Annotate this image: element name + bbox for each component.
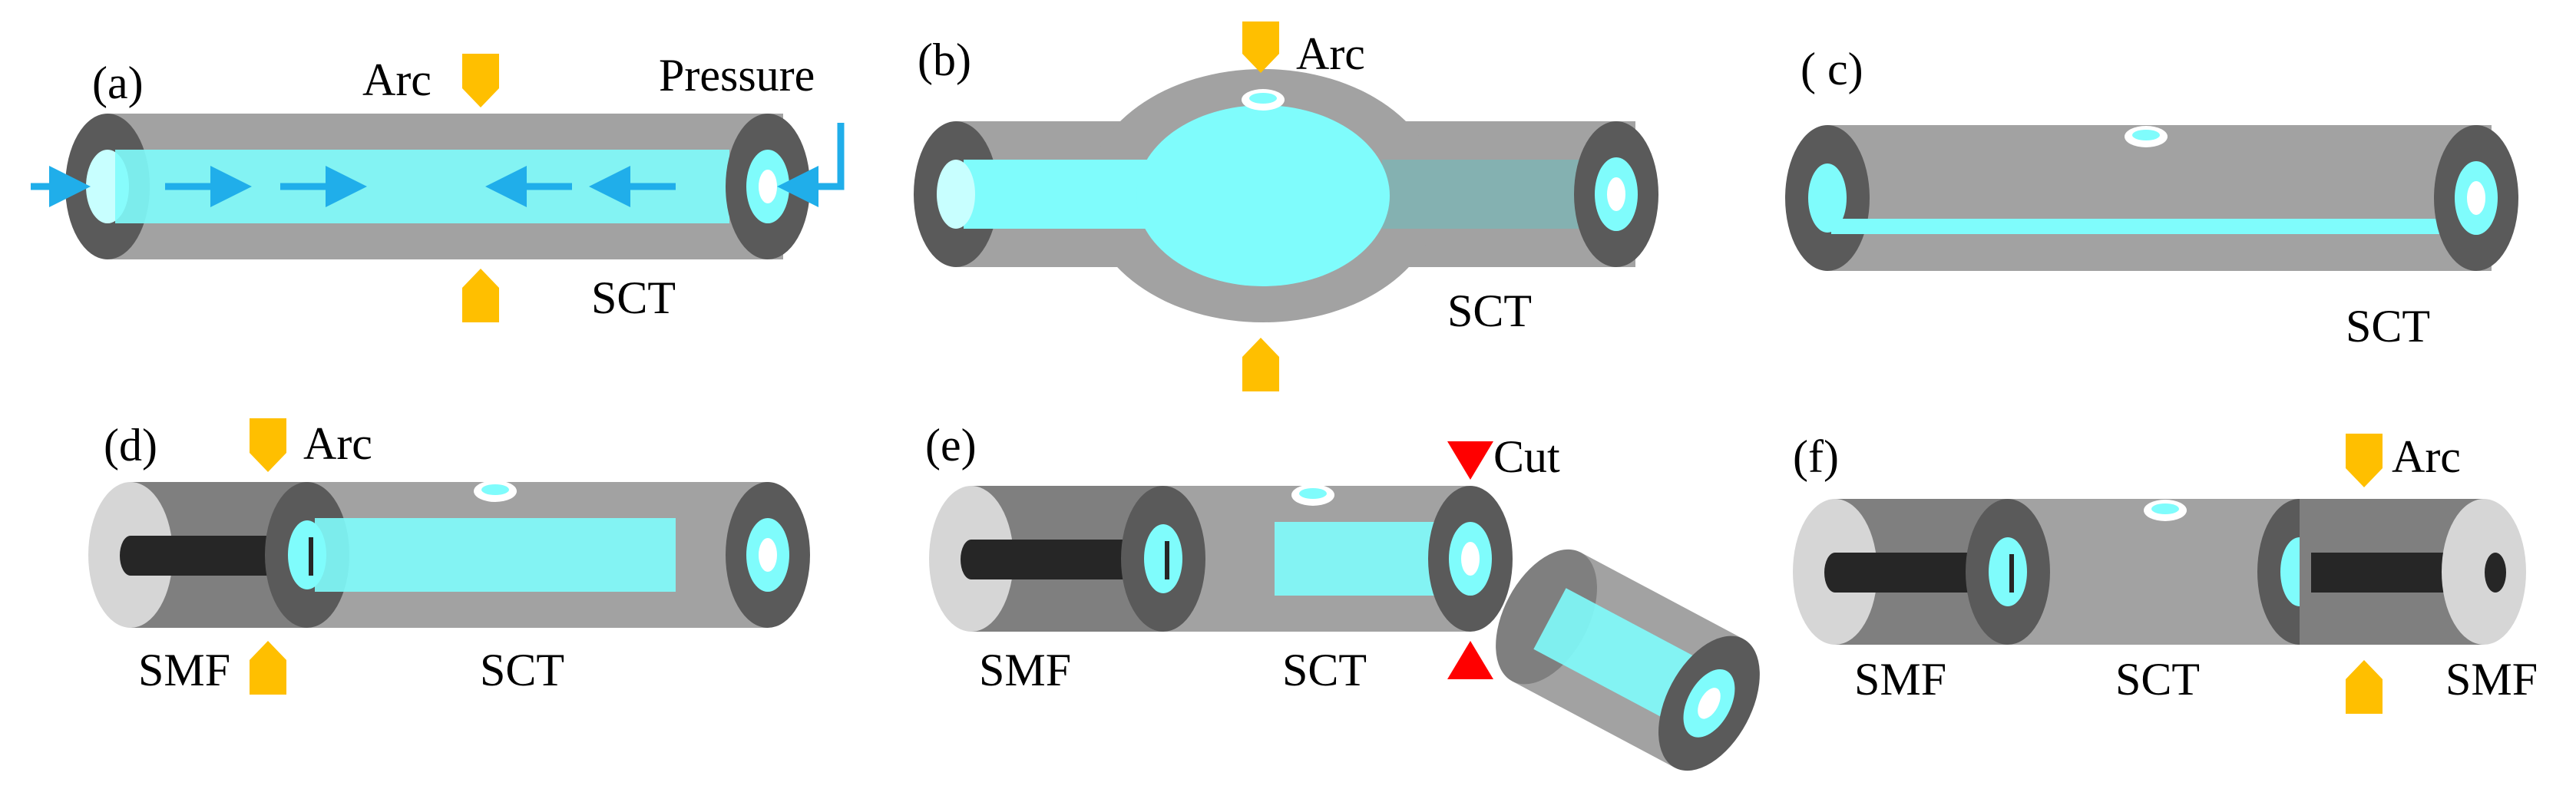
smf-fiber-right bbox=[2300, 499, 2526, 645]
electrode-top bbox=[250, 418, 286, 472]
electrode-top bbox=[462, 54, 499, 107]
fluid-channel bbox=[1831, 219, 2469, 234]
electrode-bottom bbox=[1242, 338, 1279, 391]
sct-tube-cut bbox=[1121, 484, 1513, 632]
panel-label-e: (e) bbox=[925, 420, 977, 470]
electrode-bottom bbox=[462, 269, 499, 322]
electrode-bottom bbox=[250, 641, 286, 695]
panel-d: (d) Arc SMF SCT bbox=[88, 418, 810, 695]
electrode-bottom bbox=[2346, 660, 2383, 714]
sct-label: SCT bbox=[1282, 645, 1367, 695]
cut-marker-top bbox=[1447, 441, 1493, 480]
panel-label-b: (b) bbox=[918, 35, 971, 85]
smf-label-right: SMF bbox=[2445, 654, 2538, 705]
arc-label: Arc bbox=[362, 54, 432, 105]
sct-label: SCT bbox=[591, 272, 676, 323]
flow-arrows bbox=[31, 123, 845, 207]
sct-tube bbox=[1785, 125, 2518, 271]
cut-marker-bottom bbox=[1447, 641, 1493, 679]
arc-label: Arc bbox=[303, 418, 372, 469]
cut-label: Cut bbox=[1493, 431, 1560, 482]
pressure-arrow bbox=[777, 123, 845, 207]
electrode-top bbox=[1242, 21, 1279, 73]
smf-label: SMF bbox=[979, 645, 1071, 695]
fluid-column bbox=[315, 518, 676, 592]
electrode-top bbox=[2346, 434, 2383, 487]
sct-tube bbox=[265, 480, 810, 628]
pressure-label: Pressure bbox=[659, 50, 815, 101]
arc-label: Arc bbox=[2392, 431, 2461, 482]
cut-off-segment bbox=[1496, 549, 1760, 771]
sct-label: SCT bbox=[1447, 286, 1532, 336]
panel-c: ( c) SCT bbox=[1785, 44, 2518, 352]
panel-e: (e) Cut SMF bbox=[925, 420, 1760, 771]
sct-tube bbox=[1966, 499, 2342, 645]
panel-a: (a) Arc Pressure SCT bbox=[31, 50, 845, 323]
sct-label: SCT bbox=[2115, 654, 2200, 705]
fluid-bubble bbox=[1136, 105, 1390, 286]
sct-label: SCT bbox=[480, 645, 564, 695]
panel-label-d: (d) bbox=[104, 420, 157, 470]
arc-label: Arc bbox=[1296, 28, 1365, 79]
smf-fiber bbox=[929, 486, 1163, 632]
panel-label-c: ( c) bbox=[1801, 44, 1863, 94]
sct-tube-bulged bbox=[914, 69, 1658, 322]
panel-b: (b) Arc SCT bbox=[914, 21, 1658, 391]
panel-label-a: (a) bbox=[92, 58, 144, 108]
panel-f: (f) Arc SMF SCT SMF bbox=[1793, 431, 2538, 714]
smf-label-left: SMF bbox=[1854, 654, 1946, 705]
panel-label-f: (f) bbox=[1793, 431, 1839, 482]
sct-label: SCT bbox=[2346, 301, 2430, 352]
smf-label: SMF bbox=[138, 645, 230, 695]
